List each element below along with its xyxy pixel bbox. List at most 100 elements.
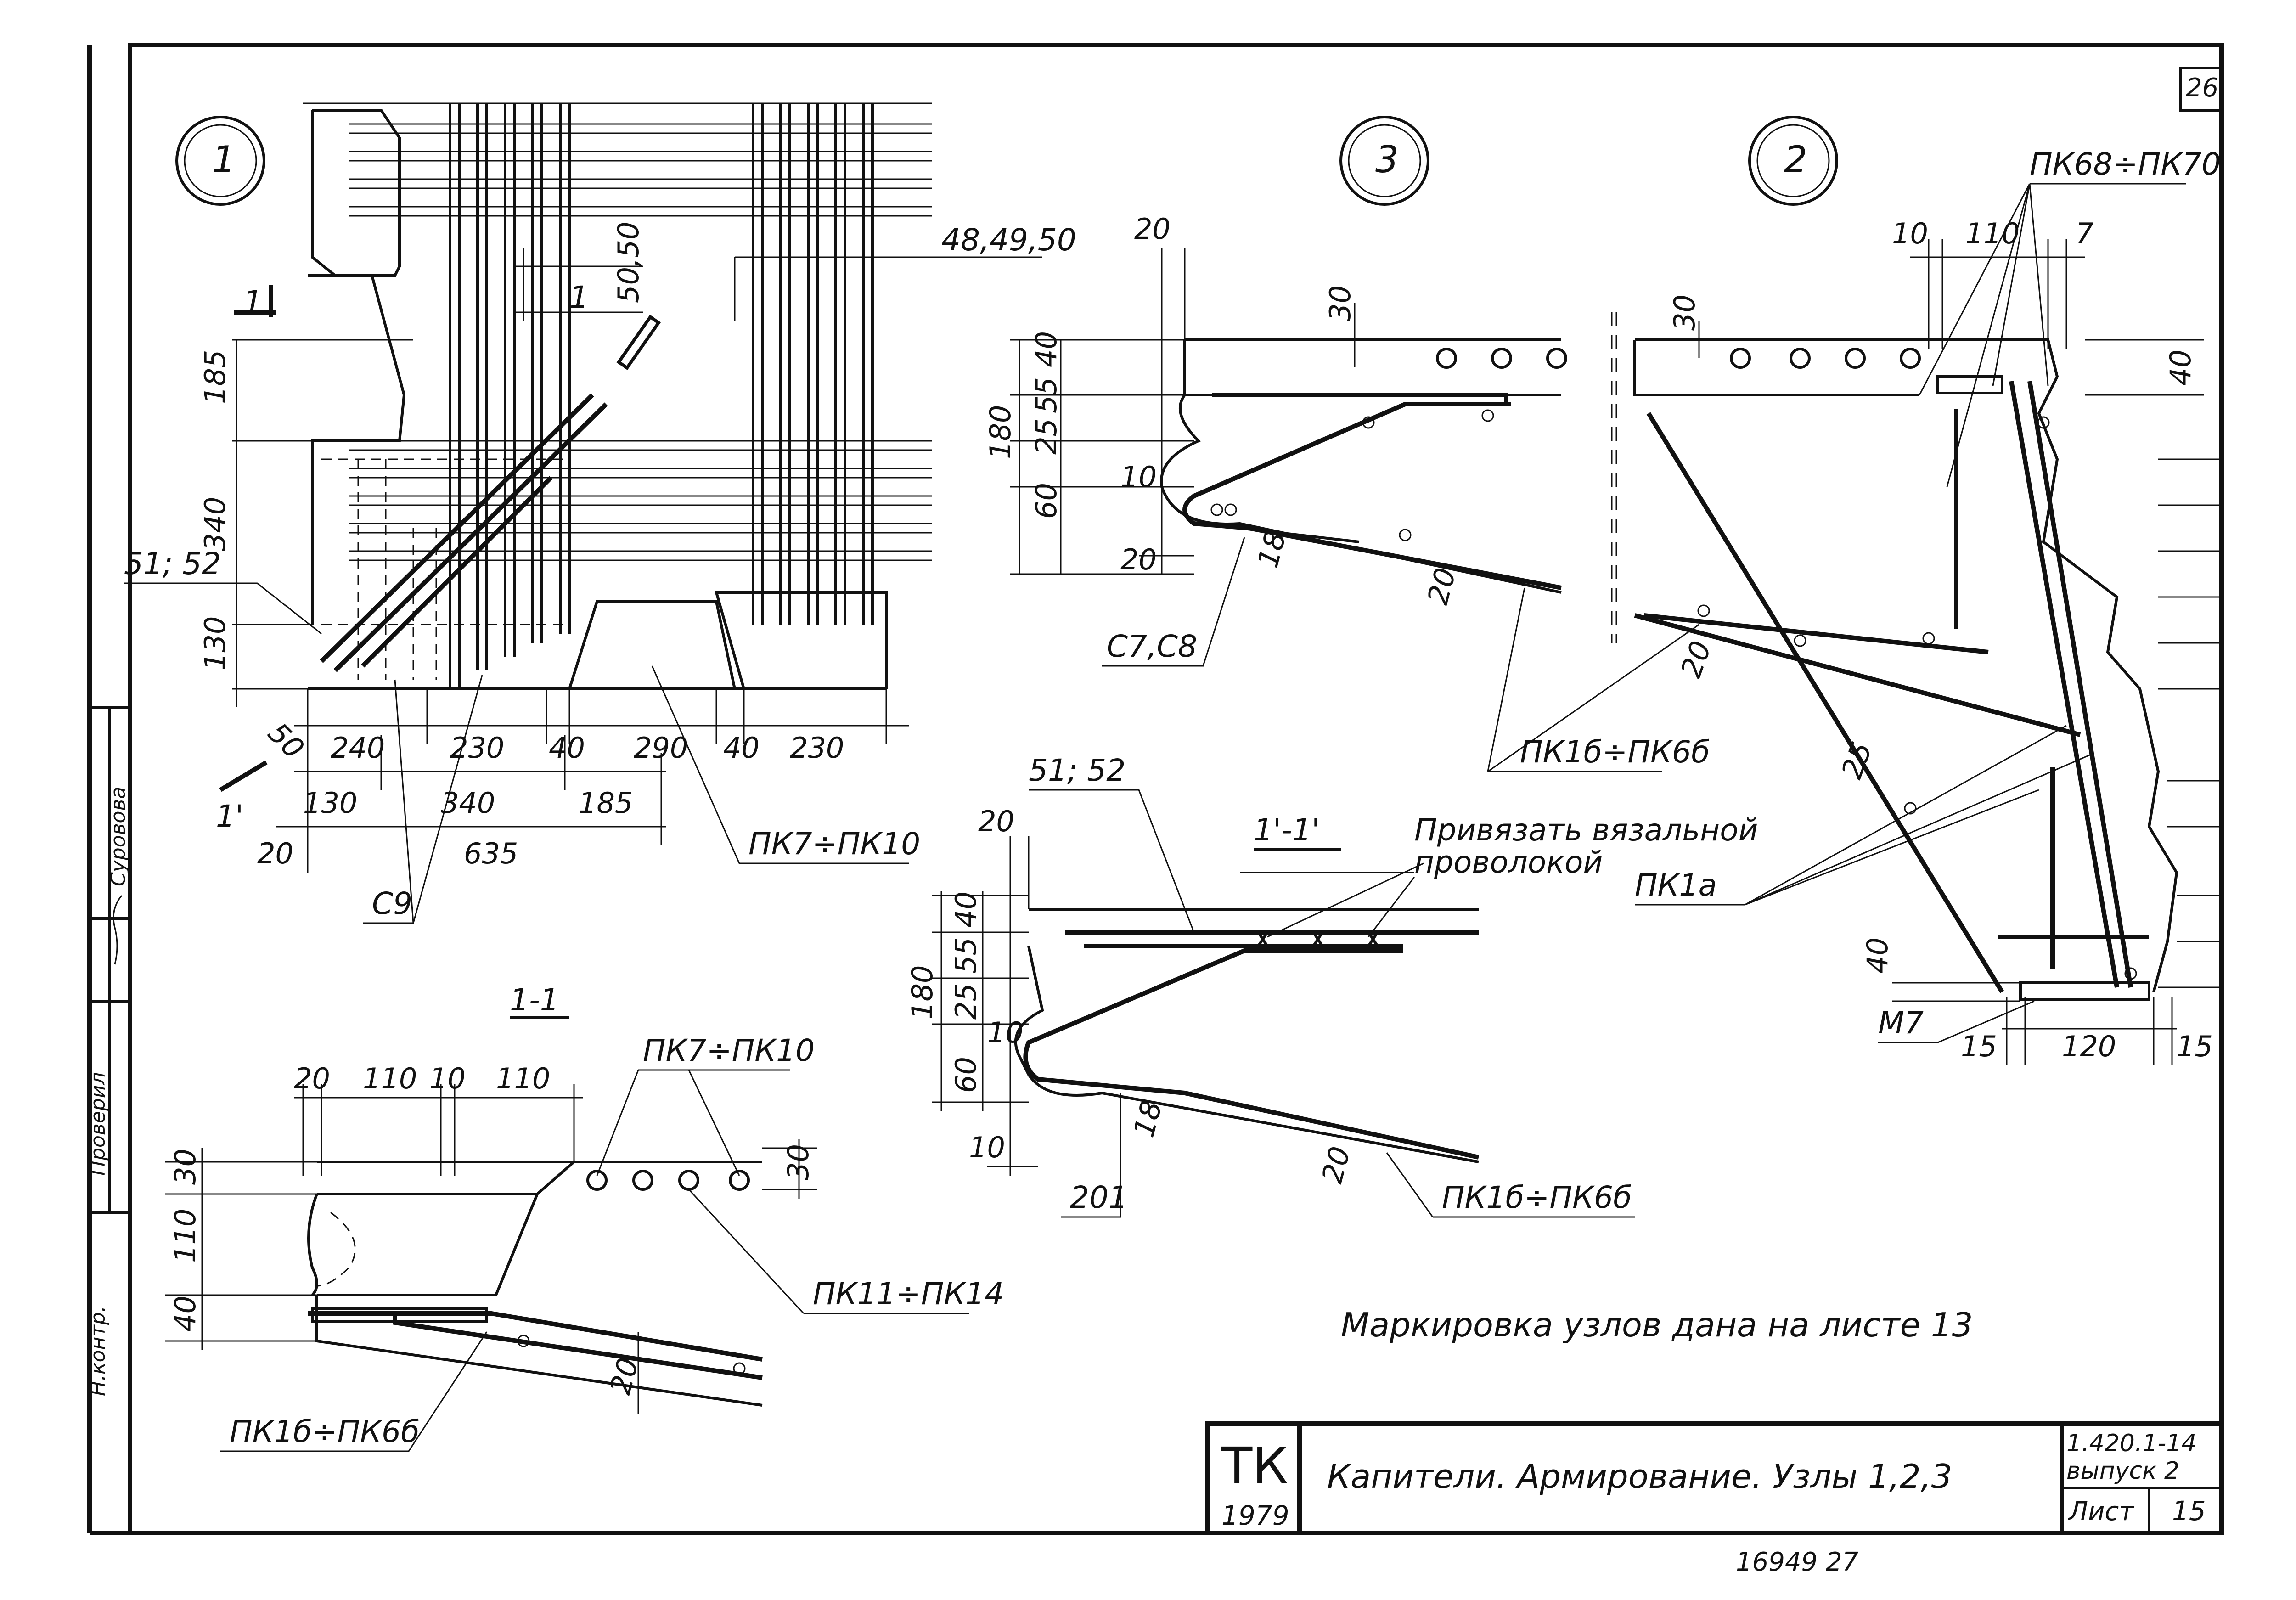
node2-callout-m7: М7	[1878, 1005, 1924, 1041]
section-1-1-callout-pk11: ПК11÷ПК14	[813, 1276, 1004, 1312]
page-number: 26	[2186, 73, 2218, 103]
node1-section-mark-1-top: 1	[569, 280, 589, 315]
node3-dim-25: 25	[1030, 418, 1063, 455]
title-series: 1.420.1-14	[2066, 1430, 2196, 1457]
section-1-1-dim-top-10: 10	[429, 1062, 466, 1095]
node1-dim-h2-1: 340	[441, 786, 495, 820]
section-1-1-title: 1-1	[510, 982, 559, 1018]
node1-dim-h1-2: 40	[549, 731, 585, 765]
node-circle-1: 1	[175, 116, 265, 206]
node1-dim-h3-0: 20	[257, 837, 293, 870]
node2-dim-top-10: 10	[1892, 217, 1928, 250]
section-1p-1p-dim-55: 55	[949, 937, 983, 974]
node1-dim-h1-4: 40	[723, 731, 760, 765]
node3-dim-20-top: 20	[1134, 212, 1171, 246]
node2-callout-pk1a: ПК1а	[1635, 868, 1717, 903]
section-1p-1p-callout-201: 201	[1070, 1180, 1128, 1215]
section-1p-1p-dim-180: 180	[906, 965, 939, 1020]
node1-plan	[219, 102, 1038, 873]
bottom-note: 16949 27	[1736, 1547, 1859, 1577]
section-1p-1p-dim-20-top: 20	[978, 805, 1014, 838]
node1-callout-pk7: ПК7÷ПК10	[748, 826, 920, 862]
section-1-1	[165, 1016, 817, 1414]
stamp-position: Н.контр.	[86, 1306, 110, 1396]
node23-callout-pk1b: ПК1б÷ПК6б	[1520, 734, 1710, 770]
section-1p-1p-dim-40: 40	[949, 891, 983, 928]
node3-dim-55: 55	[1030, 377, 1063, 413]
marking-note: Маркировка узлов дана на листе 13	[1341, 1306, 1973, 1344]
left-stamp	[90, 706, 130, 1214]
title-sheet-no: 15	[2172, 1495, 2206, 1527]
sheet-frame	[87, 43, 2224, 1535]
node3-dim-180: 180	[984, 405, 1017, 459]
node1-section-mark-1p: 1'	[216, 799, 243, 834]
node2-dim-bottom-120: 120	[2062, 1030, 2116, 1063]
section-1-1-dim-110: 110	[169, 1209, 202, 1263]
node2-callout-pk68: ПК68÷ПК70	[2030, 146, 2221, 182]
node1-dim-h2-0: 130	[303, 786, 357, 820]
node1-dim-h2-2: 185	[579, 786, 633, 820]
node1-dim-v2: 340	[198, 497, 232, 551]
section-1-1-dim-30: 30	[169, 1149, 202, 1185]
node1-dim-h1-0: 240	[331, 731, 385, 765]
node-circle-3: 3	[1339, 116, 1429, 206]
node2-dim-30: 30	[1668, 294, 1701, 331]
node1-callout-51-52: 51; 52	[124, 546, 221, 581]
node3-dim-20-bottom: 20	[1120, 543, 1157, 576]
svg-text:3: 3	[1375, 138, 1399, 181]
section-1p-1p-callout-pk1b: ПК1б÷ПК6б	[1442, 1180, 1632, 1215]
node2-dim-top-110: 110	[1965, 217, 2020, 250]
section-1-1-dim-40: 40	[169, 1296, 202, 1332]
node1-dim-v4: 50	[261, 716, 310, 765]
node2-dim-bottom-15a: 15	[1961, 1030, 1997, 1063]
node2-dim-40-right: 40	[2164, 349, 2197, 386]
section-1p-1p-dim-10-bottom: 10	[969, 1131, 1005, 1164]
section-1p-1p-callout-51-52: 51; 52	[1029, 753, 1125, 788]
node-circle-2: 2	[1748, 116, 1838, 206]
node1-dim-50-50: 50,50	[612, 222, 645, 304]
node3-dim-30: 30	[1323, 285, 1357, 321]
section-1-1-dim-right-30: 30	[782, 1144, 815, 1180]
section-1-1-dim-top-110a: 110	[363, 1062, 417, 1095]
section-1p-1p-note-2: проволокой	[1414, 845, 1603, 880]
stamp-checked-label: Проверил	[86, 1072, 110, 1176]
node1-dim-h3-1: 635	[464, 837, 518, 870]
section-1p-1p	[932, 836, 1480, 1176]
node1-dim-v3: 130	[198, 616, 232, 670]
node1-section-mark-1: 1	[243, 284, 263, 320]
svg-text:1: 1	[212, 138, 236, 181]
section-1-1-callout-pk7: ПК7÷ПК10	[643, 1033, 815, 1068]
title-sheet-label: Лист	[2068, 1497, 2134, 1527]
section-1p-1p-dim-60: 60	[949, 1057, 983, 1093]
section-1-1-dim-top-20: 20	[294, 1062, 330, 1095]
title-year: 1979	[1221, 1500, 1289, 1531]
node3-detail	[1010, 248, 1613, 643]
stamp-checked-name: Суровова	[107, 787, 130, 886]
section-1-1-callout-pk1b: ПК1б÷ПК6б	[230, 1414, 420, 1449]
section-1p-1p-title: 1'-1'	[1254, 812, 1320, 848]
svg-text:2: 2	[1784, 138, 1807, 181]
node1-callout-48-49-50: 48,49,50	[941, 222, 1076, 258]
node2-dim-40-bottom: 40	[1861, 937, 1894, 974]
node1-dim-v1: 185	[198, 350, 232, 404]
section-1p-1p-dim-10: 10	[987, 1016, 1024, 1049]
node3-dim-40: 40	[1030, 331, 1063, 367]
node3-callout-c7-c8: С7,С8	[1107, 629, 1197, 664]
node2-detail	[1615, 239, 2222, 1065]
node1-callout-c9: С9	[372, 886, 412, 921]
node2-dim-top-7: 7	[2076, 217, 2093, 250]
node2-dim-20: 20	[1674, 637, 1718, 682]
section-1p-1p-dim-20-slope: 20	[1315, 1143, 1357, 1187]
node1-dim-h1-3: 290	[634, 731, 688, 765]
node3-dim-60: 60	[1030, 483, 1063, 519]
section-1p-1p-dim-25: 25	[949, 983, 983, 1020]
node3-dim-10: 10	[1120, 460, 1157, 494]
section-1-1-dim-top-110b: 110	[496, 1062, 550, 1095]
title-issue: выпуск 2	[2066, 1457, 2179, 1485]
title-logo: ТК	[1221, 1437, 1288, 1495]
section-1p-1p-note-1: Привязать вязальной	[1414, 812, 1758, 848]
node2-dim-bottom-15b: 15	[2177, 1030, 2213, 1063]
title-block	[1205, 1421, 2224, 1535]
title-text: Капители. Армирование. Узлы 1,2,3	[1327, 1457, 1952, 1496]
